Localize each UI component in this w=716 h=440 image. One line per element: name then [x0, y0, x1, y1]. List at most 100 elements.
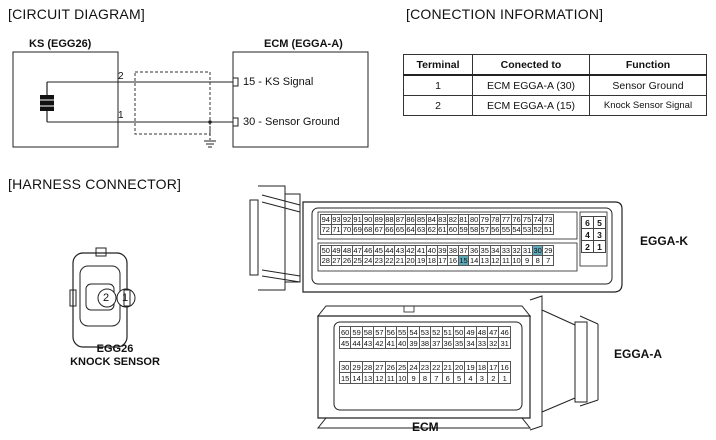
connection-table: Terminal Conected to Function 1 ECM EGGA… — [403, 54, 707, 116]
pin-cell: 39 — [436, 245, 449, 256]
header-connected-to: Conected to — [472, 54, 590, 76]
pin-cell: 5 — [452, 372, 466, 384]
pin-cell: 84 — [425, 214, 438, 225]
pin-cell: 12 — [373, 372, 386, 384]
pin-cell: 32 — [487, 337, 500, 349]
pin-cell: 61 — [436, 224, 449, 235]
pin-cell: 83 — [436, 214, 449, 225]
pin-cell: 57 — [478, 224, 491, 235]
pin-cell: 67 — [372, 224, 385, 235]
pin-cell: 1 — [498, 372, 511, 384]
ecm-ks-signal-terminal: 15 - KS Signal — [243, 76, 314, 88]
side-pin-cell: 1 — [593, 240, 606, 253]
pin-cell: 26 — [384, 361, 397, 373]
pin-cell: 3 — [475, 372, 489, 384]
pin-cell: 22 — [430, 361, 443, 373]
table-row: 1 ECM EGGA-A (30) Sensor Ground — [403, 74, 707, 96]
pin-cell: 24 — [407, 361, 420, 373]
pin-cell: 71 — [330, 224, 343, 235]
pin-cell: 28 — [361, 361, 375, 373]
pin-cell: 51 — [441, 326, 454, 338]
pin-cell: 89 — [372, 214, 385, 225]
pin-cell: 44 — [383, 245, 396, 256]
ks-pin-1: 1 — [122, 292, 129, 304]
pin-cell: 34 — [489, 245, 502, 256]
knock-sensor-connector-icon — [69, 247, 136, 348]
pin-cell: 29 — [542, 245, 555, 256]
pin-cell: 63 — [415, 224, 427, 235]
pin-cell: 27 — [330, 255, 343, 266]
pin-cell: 23 — [418, 361, 432, 373]
header-terminal: Terminal — [403, 54, 473, 76]
pin-cell: 87 — [394, 214, 406, 225]
pin-cell: 25 — [395, 361, 409, 373]
pin-cell: 56 — [489, 224, 502, 235]
pin-cell: 47 — [487, 326, 500, 338]
pin-cell: 64 — [404, 224, 417, 235]
pin-cell: 78 — [489, 214, 502, 225]
pin-cell: 18 — [475, 361, 489, 373]
cell-function: Knock Sensor Signal — [589, 95, 707, 116]
ks-title: KS (EGG26) — [29, 38, 92, 50]
side-pin-cell: 3 — [593, 228, 606, 241]
pin-cell: 91 — [351, 214, 364, 225]
circuit-diagram-heading: [CIRCUIT DIAGRAM] — [8, 6, 145, 22]
pin-cell: 45 — [338, 337, 352, 349]
pin-cell: 16 — [498, 361, 511, 373]
pin-cell: 31 — [521, 245, 533, 256]
pin-cell: 44 — [350, 337, 363, 349]
pin-cell: 58 — [361, 326, 375, 338]
pin-cell: 80 — [468, 214, 480, 225]
pin-cell: 9 — [521, 255, 533, 266]
pin-cell: 43 — [361, 337, 375, 349]
pin-cell: 35 — [478, 245, 491, 256]
pin-cell: 25 — [351, 255, 364, 266]
pin-cell: 10 — [510, 255, 523, 266]
pin-cell: 46 — [498, 326, 511, 338]
side-pin-cell: 4 — [581, 228, 594, 241]
pin-cell: 51 — [542, 224, 555, 235]
ecm-sensor-ground-terminal: 30 - Sensor Ground — [243, 116, 340, 128]
pin-cell: 48 — [341, 245, 353, 256]
pin-cell: 90 — [362, 214, 374, 225]
pin-cell: 79 — [478, 214, 491, 225]
pin-cell: 82 — [447, 214, 459, 225]
pin-cell: 30 — [531, 245, 544, 256]
pin-cell: 73 — [542, 214, 555, 225]
pin-cell: 72 — [320, 224, 332, 235]
pin-cell: 17 — [487, 361, 500, 373]
pin-cell: 30 — [338, 361, 352, 373]
pin-cell: 54 — [510, 224, 523, 235]
pin-cell: 75 — [521, 214, 533, 225]
pin-cell: 34 — [464, 337, 477, 349]
pin-cell: 19 — [464, 361, 477, 373]
pin-cell: 74 — [531, 214, 544, 225]
wire-pin-2: 2 — [118, 71, 124, 82]
pin-cell: 13 — [478, 255, 491, 266]
wire-pin-1: 1 — [118, 110, 124, 121]
pin-cell: 36 — [441, 337, 454, 349]
pin-cell: 10 — [395, 372, 409, 384]
pin-cell: 60 — [338, 326, 352, 338]
pin-cell: 48 — [475, 326, 489, 338]
pin-cell: 43 — [394, 245, 406, 256]
pin-cell: 11 — [384, 372, 397, 384]
pin-cell: 53 — [418, 326, 432, 338]
ks-sensor-box — [12, 51, 119, 148]
ecm-title: ECM (EGGA-A) — [264, 38, 343, 50]
ks-caption-name: KNOCK SENSOR — [70, 356, 160, 368]
table-row: 2 ECM EGGA-A (15) Knock Sensor Signal — [403, 95, 707, 116]
pin-cell: 14 — [468, 255, 480, 266]
pin-cell: 88 — [383, 214, 396, 225]
pin-cell: 54 — [407, 326, 420, 338]
